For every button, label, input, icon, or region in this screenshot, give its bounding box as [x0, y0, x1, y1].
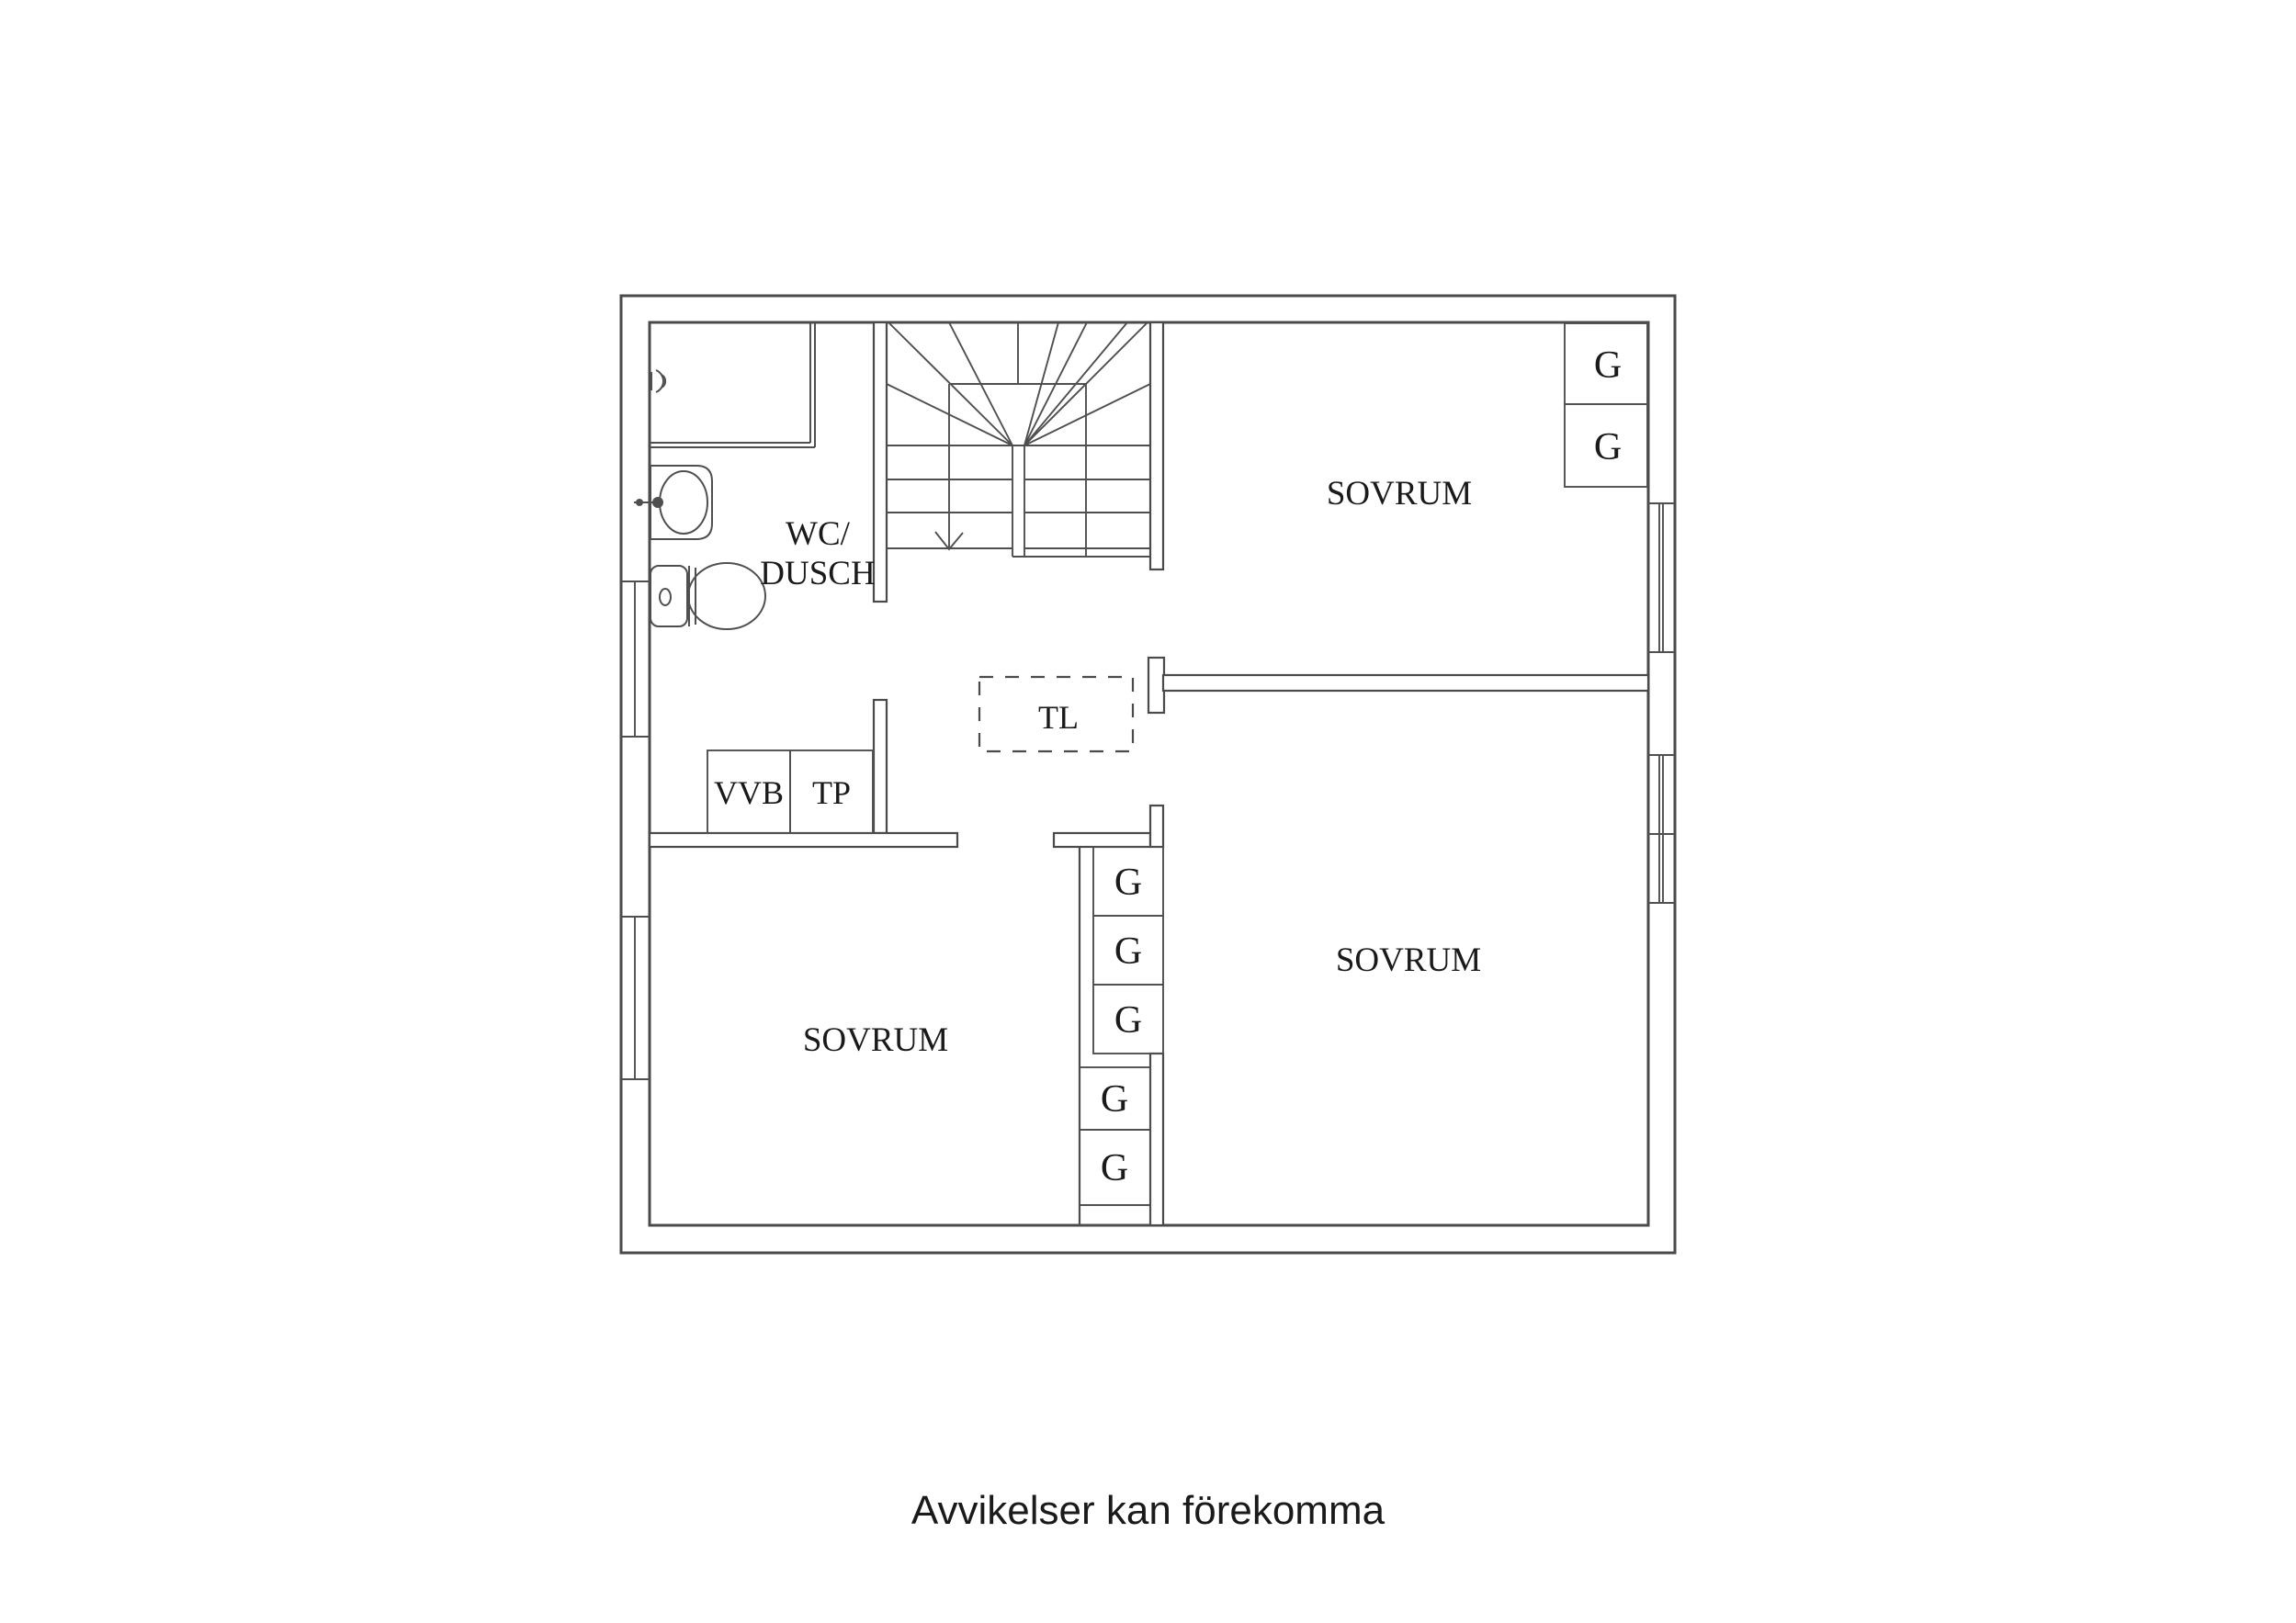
- label-wardrobe-g: G: [1594, 344, 1622, 387]
- shower-drain-icon: [650, 369, 667, 393]
- label-tl: TL: [1038, 699, 1079, 736]
- shower: [650, 322, 816, 448]
- wardrobe-box: [1079, 1204, 1151, 1226]
- label-tp: TP: [812, 774, 851, 811]
- wardrobes-center-lower: [1079, 1066, 1151, 1226]
- inner-wall-line: [648, 321, 1650, 1227]
- wall-stair-east: [1148, 321, 1165, 571]
- stairs-down-arrow: [934, 531, 964, 551]
- window-right-upper: [1648, 502, 1675, 653]
- wall-bedroom-bl-north-east: [1052, 831, 1152, 849]
- label-wardrobe-g: G: [1114, 862, 1142, 904]
- windows: [621, 502, 1675, 1080]
- room-labels: SOVRUM SOVRUM SOVRUM WC/ DUSCH TL VVB TP…: [714, 344, 1622, 1189]
- tp-box: [789, 750, 874, 834]
- sink-faucet-icon: [634, 497, 663, 508]
- label-wardrobe-g: G: [1101, 1147, 1128, 1189]
- wall-center-upper: [1148, 804, 1165, 849]
- label-vvb: VVB: [714, 774, 784, 811]
- wardrobes-top-right: [1564, 322, 1648, 488]
- tl-dashed-box: [978, 675, 1135, 753]
- room-label-bathroom-line2: DUSCH: [760, 555, 875, 592]
- label-wardrobe-g: G: [1114, 930, 1142, 973]
- wall-bedroom-bl-north-west: [648, 831, 959, 849]
- interior-walls: [648, 321, 1650, 1227]
- wardrobe-box: [1092, 984, 1164, 1054]
- toilet: [650, 562, 766, 630]
- window-right-lower: [1648, 754, 1675, 904]
- label-wardrobe-g: G: [1114, 999, 1142, 1042]
- wardrobes-center-upper: [1092, 846, 1164, 1054]
- wall-bathroom-east: [872, 321, 888, 603]
- stairs: [886, 321, 1151, 558]
- disclaimer-caption: Avvikelser kan förekomma: [910, 1488, 1386, 1533]
- label-wardrobe-g: G: [1101, 1078, 1128, 1121]
- utility-cabinets: [707, 750, 874, 834]
- room-label-bedroom-bottom-left: SOVRUM: [803, 1021, 948, 1059]
- label-wardrobe-g: G: [1594, 426, 1622, 468]
- window-left-lower: [621, 916, 650, 1080]
- wall-bedrooms-divider: [1161, 673, 1650, 693]
- wall-door-post: [1147, 656, 1166, 715]
- sink: [634, 465, 713, 540]
- wall-closet-stub: [872, 698, 888, 835]
- window-left-upper: [621, 580, 650, 738]
- room-label-bedroom-top-right: SOVRUM: [1327, 475, 1472, 513]
- room-label-bathroom-line1: WC/: [786, 515, 851, 553]
- outer-wall-line: [619, 294, 1677, 1255]
- wardrobe-box: [1564, 403, 1648, 488]
- room-label-bedroom-bottom-right: SOVRUM: [1336, 941, 1481, 979]
- wall-center-lower: [1148, 1052, 1165, 1227]
